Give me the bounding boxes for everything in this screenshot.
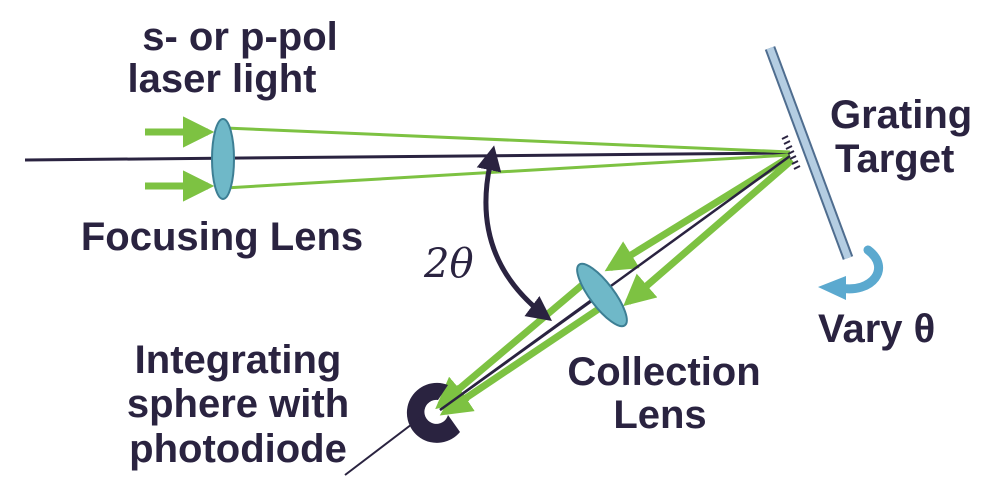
sphere-label-line3: photodiode bbox=[129, 427, 347, 471]
laser-label-line2: laser light bbox=[128, 57, 317, 101]
integrating-sphere bbox=[406, 382, 460, 443]
focusing-lens bbox=[211, 118, 235, 200]
laser-label-line1: s- or p-pol bbox=[142, 15, 338, 59]
two-theta-angle-arrow bbox=[476, 145, 553, 321]
diffracted-beam-left bbox=[604, 155, 790, 272]
focusing-lens-label: Focusing Lens bbox=[81, 215, 363, 259]
collection-lens-label-line1: Collection bbox=[567, 350, 760, 394]
focused-beam-upper bbox=[224, 126, 791, 154]
focused-beam-lower bbox=[224, 153, 791, 190]
diffracted-beam-right bbox=[623, 157, 795, 307]
rotation-arrow-icon bbox=[818, 245, 884, 300]
photodiode-cable bbox=[344, 417, 421, 476]
vary-theta-label: Vary θ bbox=[818, 307, 935, 351]
grating-label-line2: Target bbox=[835, 137, 954, 181]
collection-lens bbox=[576, 262, 628, 328]
grating-grooves bbox=[781, 135, 801, 170]
grating-target bbox=[764, 46, 854, 260]
collection-lens-label-line2: Lens bbox=[613, 393, 706, 437]
collected-center-line bbox=[439, 293, 601, 412]
optical-axis-line bbox=[24, 151, 791, 162]
collected-beam-left bbox=[435, 277, 591, 410]
two-theta-label: 2θ bbox=[423, 241, 474, 287]
collected-beam-right bbox=[439, 297, 614, 416]
grating-label-line1: Grating bbox=[830, 93, 972, 137]
sphere-label-line2: sphere with bbox=[127, 382, 349, 426]
sphere-label-line1: Integrating bbox=[135, 338, 342, 382]
